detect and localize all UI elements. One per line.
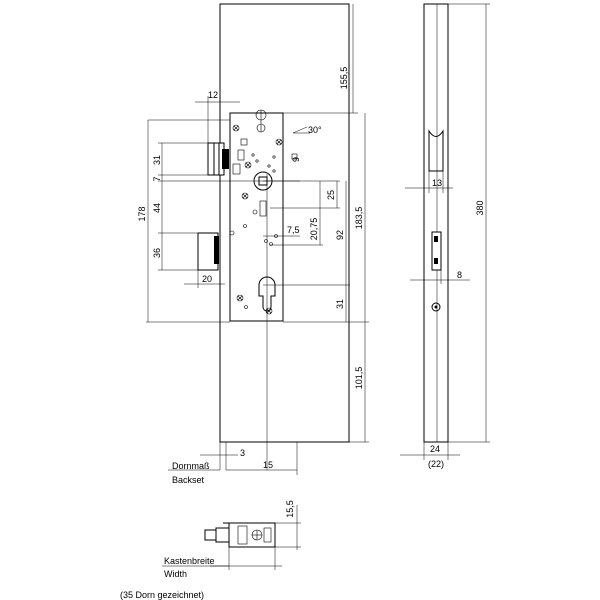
side-view: 13 8 380 24 (22): [400, 3, 490, 469]
bolt: [197, 232, 219, 271]
dim-31-top: 31: [152, 155, 162, 165]
dim-31-bottom: 31: [335, 299, 345, 309]
dim-15: 15: [263, 460, 273, 470]
latch: [207, 142, 229, 176]
cylinder-side: [431, 302, 441, 312]
dim-20: 20: [202, 274, 212, 284]
side-plate: [423, 3, 449, 443]
dim-7-5: 7,5: [287, 225, 300, 235]
dim-101-5: 101,5: [354, 367, 364, 390]
dim-7: 7: [152, 176, 162, 181]
dim-155-5: 155,5: [339, 67, 349, 90]
backset-label-en: Backset: [172, 475, 205, 485]
lock-mechanism: [229, 109, 283, 470]
bolt-side: [431, 231, 442, 271]
top-view: 15,5 Kastenbreite Width: [162, 500, 301, 579]
dim-24: 24: [430, 444, 440, 454]
width-label-de: Kastenbreite: [164, 556, 215, 566]
dim-183-5: 183,5: [354, 207, 364, 230]
dim-25: 25: [326, 190, 336, 200]
front-view: 12 155,5 30° 9 178 31 7 44 3: [137, 3, 369, 485]
dim-3: 3: [240, 448, 245, 458]
dim-178: 178: [137, 206, 147, 221]
faceplate-outline: [219, 3, 350, 443]
dim-20-75: 20,75: [309, 218, 319, 241]
cylinder-hole: [258, 276, 276, 312]
dim-12: 12: [208, 90, 218, 100]
dim-36: 36: [152, 248, 162, 258]
dim-13: 13: [432, 178, 442, 188]
dim-9: 9: [291, 157, 301, 162]
drawing-note: (35 Dorn gezeichnet): [120, 590, 204, 600]
width-label-en: Width: [164, 569, 187, 579]
dim-8: 8: [457, 270, 462, 280]
backset-label-de: Dornmaß: [172, 461, 210, 471]
front-dimensions: 12 155,5 30° 9 178 31 7 44 3: [137, 4, 369, 475]
latch-side: [428, 129, 444, 172]
dim-92: 92: [335, 230, 345, 240]
dim-22: (22): [428, 459, 444, 469]
dim-44: 44: [152, 203, 162, 213]
dim-30deg: 30°: [308, 125, 322, 135]
dim-15-5: 15,5: [285, 500, 295, 518]
dim-380: 380: [475, 200, 485, 215]
detail-box: [291, 153, 298, 160]
